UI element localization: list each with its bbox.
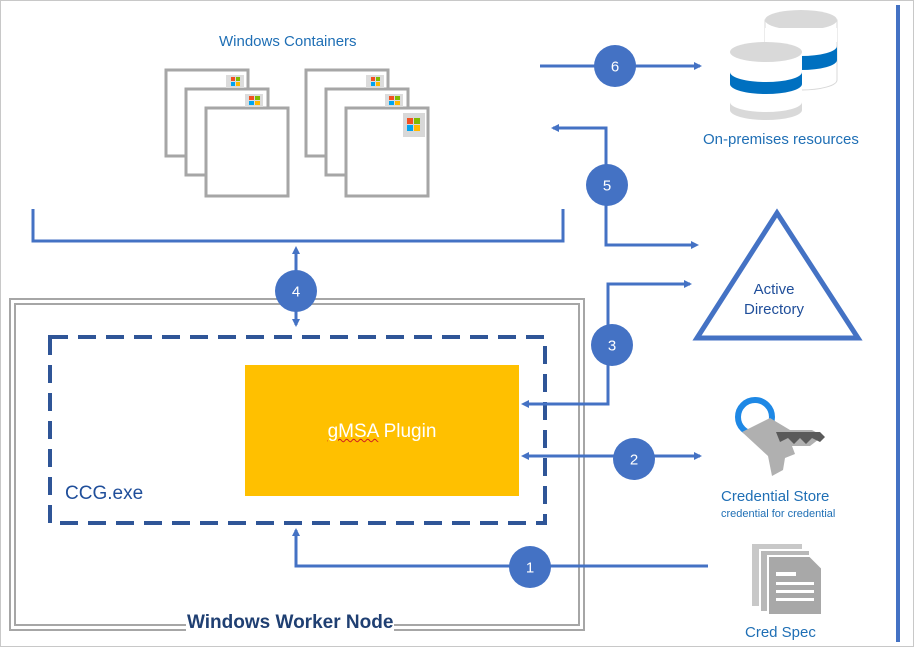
active-directory-label: Active Directory bbox=[743, 281, 804, 318]
credential-store-sublabel: credential for credential bbox=[721, 508, 836, 520]
windows-logo-icon bbox=[226, 75, 263, 107]
gmsa-plugin-box bbox=[245, 365, 519, 496]
document-icon bbox=[752, 544, 823, 616]
step-badge-2: 2 bbox=[613, 438, 655, 480]
container-stack-right bbox=[304, 68, 430, 198]
key-icon bbox=[735, 397, 825, 476]
windows-logo-icon bbox=[366, 75, 425, 137]
svg-text:5: 5 bbox=[603, 178, 611, 195]
windows-containers-label: Windows Containers bbox=[219, 33, 357, 50]
step-badge-5: 5 bbox=[586, 164, 628, 206]
arrow-1 bbox=[292, 528, 708, 568]
step-badge-1: 1 bbox=[509, 546, 551, 588]
containers-bracket bbox=[31, 209, 565, 243]
step-badge-4: 4 bbox=[275, 270, 317, 312]
container-stack-left bbox=[164, 68, 290, 198]
svg-text:6: 6 bbox=[611, 59, 619, 76]
gmsa-plugin-label: gMSA Plugin bbox=[245, 421, 519, 443]
step-badge-3: 3 bbox=[591, 324, 633, 366]
active-directory-triangle-icon bbox=[692, 208, 863, 341]
svg-text:1: 1 bbox=[526, 560, 534, 577]
database-icon bbox=[730, 10, 838, 120]
gmsa-plugin-label-suffix: Plugin bbox=[378, 421, 437, 442]
ccg-exe-label: CCG.exe bbox=[65, 483, 144, 504]
svg-text:3: 3 bbox=[608, 338, 616, 355]
svg-text:2: 2 bbox=[630, 452, 638, 469]
windows-worker-node-label: Windows Worker Node bbox=[186, 612, 395, 634]
ccg-box bbox=[48, 335, 547, 525]
cred-spec-label: Cred Spec bbox=[745, 624, 816, 641]
step-badge-6: 6 bbox=[594, 45, 636, 87]
credential-store-label: Credential Store bbox=[721, 488, 830, 505]
svg-text:4: 4 bbox=[292, 284, 300, 301]
gmsa-plugin-label-prefix: gMSA bbox=[327, 421, 379, 442]
onprem-resources-label: On-premises resources bbox=[703, 131, 859, 148]
